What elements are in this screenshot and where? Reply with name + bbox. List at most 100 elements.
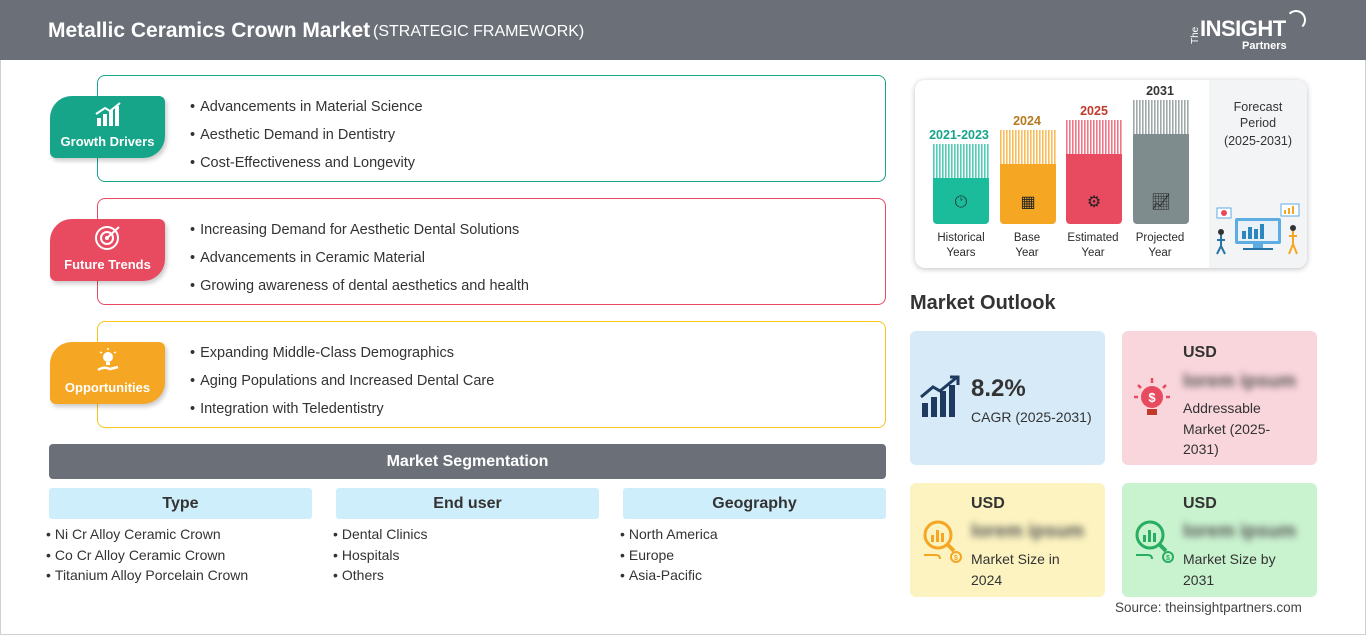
source-credit: Source: theinsightpartners.com: [1115, 600, 1302, 615]
stripe: [960, 144, 962, 178]
caption-line: Years: [946, 247, 976, 259]
stripe: [1163, 100, 1165, 134]
usd-label: USD: [1183, 495, 1217, 512]
presentation-icon: 📈︎: [1150, 194, 1172, 211]
stripe: [987, 144, 989, 178]
stripe: [1003, 130, 1005, 164]
stripe: [1169, 100, 1171, 134]
caption-line: Projected: [1135, 232, 1185, 244]
stripe: [975, 144, 977, 178]
caption-line: Historical: [937, 232, 985, 244]
stripe: [1087, 120, 1089, 154]
caption-line: Year: [1015, 247, 1039, 259]
stripe: [1051, 130, 1053, 164]
stripe: [1139, 100, 1141, 134]
logo-arc-icon: [1286, 10, 1306, 30]
opportunities-badge: Opportunities: [50, 342, 165, 404]
addressable-market-card: USD lorem ipsum $ Addressable Market (20…: [1122, 331, 1317, 465]
segment-geography-header: Geography: [623, 488, 886, 519]
future-trends-box: Increasing Demand for Aesthetic Dental S…: [97, 198, 886, 305]
stripes: [1133, 100, 1189, 134]
stripe: [1015, 130, 1017, 164]
growth-chart-icon: [920, 375, 960, 417]
list-item: Aesthetic Demand in Dentistry: [190, 121, 423, 149]
market-outlook-title: Market Outlook: [910, 292, 1056, 314]
stripe: [1151, 100, 1153, 134]
stripe: [1114, 120, 1116, 154]
stripe: [1078, 120, 1080, 154]
timeline-column-base: ▦: [1000, 130, 1056, 224]
stripe: [1108, 120, 1110, 154]
opportunities-box: Expanding Middle-Class Demographics Agin…: [97, 321, 886, 428]
stripe: [1093, 120, 1095, 154]
list-item: Asia-Pacific: [620, 565, 718, 586]
caption-line: Estimated: [1067, 232, 1119, 244]
stripe: [1142, 100, 1144, 134]
future-trends-label: Future Trends: [64, 257, 151, 272]
year-label-historical: 2021-2023: [929, 128, 989, 142]
year-label-base: 2024: [1013, 114, 1041, 128]
blurred-value: lorem ipsum: [1183, 521, 1296, 542]
caption-line: Year: [1148, 247, 1172, 259]
list-item: North America: [620, 524, 718, 545]
stripe: [963, 144, 965, 178]
stripe: [969, 144, 971, 178]
caption-line: Year: [1081, 247, 1105, 259]
logo-insight: INSIGHT: [1200, 16, 1286, 41]
stripe: [1006, 130, 1008, 164]
stripe: [1054, 130, 1056, 164]
cagr-card: 8.2% CAGR (2025-2031): [910, 331, 1105, 465]
size-2031-desc: Market Size by 2031: [1183, 549, 1276, 590]
stripe: [1105, 120, 1107, 154]
opportunities-label: Opportunities: [64, 380, 151, 395]
growth-drivers-box: Advancements in Material Science Aesthet…: [97, 75, 886, 182]
stripe: [1066, 120, 1068, 154]
stripe: [1181, 100, 1183, 134]
stripe: [954, 144, 956, 178]
stripe: [1048, 130, 1050, 164]
stripe: [1009, 130, 1011, 164]
column-body: [1000, 164, 1056, 224]
logo-partners: Partners: [1242, 40, 1287, 52]
stripe: [1099, 120, 1101, 154]
stripe: [1133, 100, 1135, 134]
stripe: [1045, 130, 1047, 164]
blurred-value: lorem ipsum: [971, 521, 1084, 542]
stripe: [948, 144, 950, 178]
stripe: [1018, 130, 1020, 164]
stripe: [1178, 100, 1180, 134]
svg-text:$: $: [954, 555, 958, 562]
stripe: [1120, 120, 1122, 154]
stripe: [966, 144, 968, 178]
insight-partners-logo[interactable]: The INSIGHT Partners: [1190, 10, 1310, 54]
list-item: Aging Populations and Increased Dental C…: [190, 367, 494, 395]
stripe: [1111, 120, 1113, 154]
stripe: [1160, 100, 1162, 134]
forecast-line: Forecast: [1233, 100, 1283, 114]
header-bar: Metallic Ceramics Crown Market (STRATEGI…: [0, 0, 1366, 60]
segment-end-user-header: End user: [336, 488, 599, 519]
growth-drivers-label: Growth Drivers: [60, 134, 155, 149]
stripe: [1154, 100, 1156, 134]
stripe: [1145, 100, 1147, 134]
timeline-column-estimated: ⚙: [1066, 120, 1122, 224]
stripes: [933, 144, 989, 178]
stripe: [1172, 100, 1174, 134]
list-item: Increasing Demand for Aesthetic Dental S…: [190, 216, 529, 244]
timeline-card: 2021-2023 🕐︎ Historical Years 2024 ▦ Bas…: [915, 80, 1307, 268]
column-body: [933, 178, 989, 224]
cagr-label: CAGR (2025-2031): [971, 409, 1092, 425]
stripe: [1136, 100, 1138, 134]
list-item: Co Cr Alloy Ceramic Crown: [46, 545, 248, 566]
stripe: [1117, 120, 1119, 154]
stripe: [1090, 120, 1092, 154]
list-item: Expanding Middle-Class Demographics: [190, 339, 494, 367]
stripe: [981, 144, 983, 178]
stripe: [1166, 100, 1168, 134]
stripe: [1075, 120, 1077, 154]
stripe: [984, 144, 986, 178]
list-item: Cost-Effectiveness and Longevity: [190, 149, 423, 177]
column-body: [1133, 134, 1189, 224]
stripe: [1148, 100, 1150, 134]
stripe: [1030, 130, 1032, 164]
